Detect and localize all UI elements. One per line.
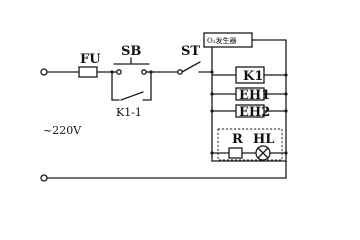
junction-dot-eh1-left [210,92,214,96]
schematic-canvas: FU SB K1-1 ST K1 EH1 EH2 R HL O₃发生器 ~220… [40,32,288,182]
lamp-cross-b [257,147,269,159]
thermostat-blade [181,61,201,73]
terminal-bottom [40,174,48,182]
label-heater2: EH2 [239,105,270,120]
junction-dot-coil [284,73,288,77]
indicator-enclosure [217,128,283,161]
junction-dot-eh1-right [284,92,288,96]
label-ozone-generator: O₃发生器 [207,36,237,45]
junction-dot-r-left [210,151,214,155]
label-button: SB [121,44,141,59]
terminal-top [40,68,48,76]
label-fuse: FU [80,52,101,67]
junction-dot-eh2-left [210,109,214,113]
label-resistor: R [232,132,243,147]
circuit-diagram: FU SB K1-1 ST K1 EH1 EH2 R HL O₃发生器 ~220… [40,32,288,182]
resistor-box [228,147,243,159]
label-relay-contact: K1-1 [116,106,142,119]
label-relay-coil: K1 [243,69,263,84]
junction-dot-eh2-right [284,109,288,113]
junction-dot-lamp-right [284,151,288,155]
relay-contact-blade [120,91,144,101]
fuse-symbol [78,66,98,78]
label-supply-voltage: ~220V [43,124,82,137]
label-heater1: EH1 [239,88,270,103]
label-lamp: HL [253,132,274,147]
label-thermostat: ST [181,44,200,59]
button-terminal-left [116,69,122,75]
